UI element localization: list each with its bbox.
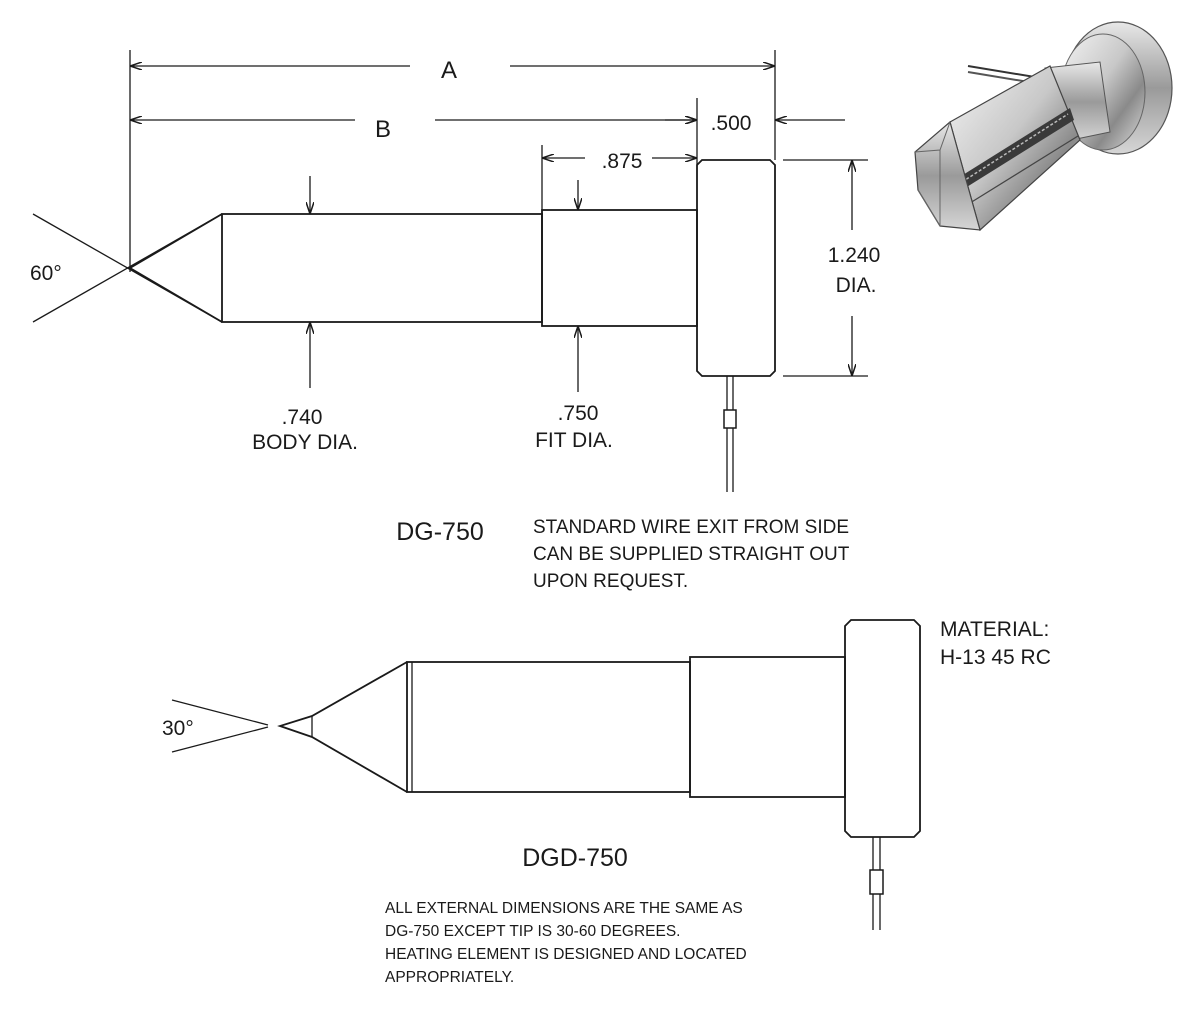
fit-dia-value: .750 [558,402,599,425]
dimension-500-label: .500 [711,112,752,135]
render-tip-facet [914,121,951,227]
angle-30-label: 30° [162,717,194,740]
material-value: H-13 45 RC [940,646,1051,669]
render-heater-line [961,113,1069,183]
dg750-note-line-1: STANDARD WIRE EXIT FROM SIDE [533,517,849,538]
dimension-a-label: A [441,57,457,84]
dimension-b-label: B [375,116,391,143]
dgd750-note-line-4: APPROPRIATELY. [385,969,514,986]
dgd750-note-line-3: HEATING ELEMENT IS DESIGNED AND LOCATED [385,946,747,963]
dg750-drawing: A B .500 .875 60° .740 BODY DIA. .750 FI… [30,50,880,592]
angle-line-upper-30 [171,699,269,726]
angle-line-lower-30 [171,726,269,753]
dgd-probe-body [406,661,691,793]
dgd-probe-tip-cone [277,661,408,793]
dimension-875-label: .875 [602,150,643,173]
dg750-note-line-2: CAN BE SUPPLIED STRAIGHT OUT [533,544,850,565]
probe-body [221,213,543,323]
probe-flange [696,159,776,377]
fit-dia-label: FIT DIA. [535,429,613,452]
body-dia-label: BODY DIA. [252,431,358,454]
dgd-probe-flange [844,619,921,838]
material-label: MATERIAL: [940,618,1049,641]
render-slot [958,108,1074,190]
model-label-dg750: DG-750 [396,518,484,546]
probe-3d-render [914,21,1173,232]
probe-tip-cone [128,213,223,323]
dgd750-note-line-1: ALL EXTERNAL DIMENSIONS ARE THE SAME AS [385,900,743,917]
render-slot-edge [961,135,1079,209]
dg750-note-line-3: UPON REQUEST. [533,571,688,592]
probe-fit-section [541,209,698,327]
wire-sleeve [723,409,737,429]
dgd-wire-sleeve [869,869,884,895]
angle-60-label: 60° [30,262,62,285]
dgd-probe-fit-section [689,656,846,798]
dgd750-note-line-2: DG-750 EXCEPT TIP IS 30-60 DEGREES. [385,923,680,940]
body-dia-value: .740 [282,406,323,429]
dgd750-drawing: 30° DGD-750 ALL EXTERNAL DIMENSIONS ARE … [162,619,921,986]
model-label-dgd750: DGD-750 [522,844,628,872]
dia-1240-unit: DIA. [836,274,877,297]
dia-1240-value: 1.240 [828,244,881,267]
